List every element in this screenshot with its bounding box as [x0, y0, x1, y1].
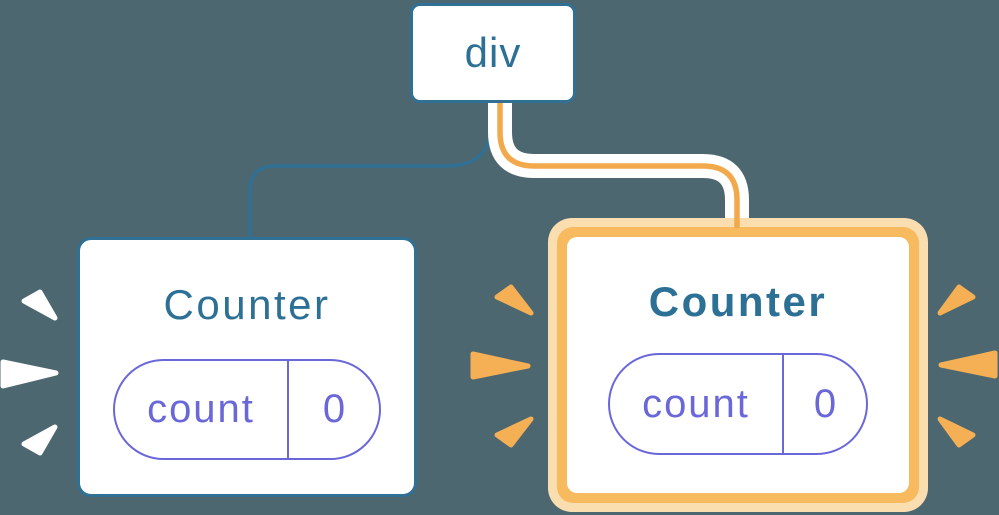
counter-card-right-highlighted: Counter count 0	[548, 218, 928, 512]
spark-icon	[937, 416, 976, 448]
root-node-label: div	[464, 29, 522, 76]
spark-icon	[494, 416, 534, 448]
edge-right-channel	[488, 103, 749, 218]
spark-icon	[21, 289, 58, 321]
spark-burst-left-card	[0, 289, 59, 456]
spark-icon	[937, 284, 976, 316]
spark-icon	[21, 424, 58, 456]
counter-title-left: Counter	[163, 281, 331, 328]
state-value-left: 0	[322, 387, 346, 431]
state-pill-left: count 0	[113, 359, 381, 460]
spark-burst-right-card-left	[470, 284, 534, 448]
state-key-right: count	[610, 355, 784, 453]
state-pill-right: count 0	[608, 353, 868, 455]
state-key-left: count	[115, 361, 289, 458]
spark-icon	[0, 359, 59, 389]
edge-left-blue	[248, 102, 496, 238]
spark-icon	[494, 284, 534, 316]
counter-card-left: Counter count 0	[77, 237, 417, 497]
counter-card-right-content: Counter count 0	[567, 237, 909, 493]
counter-card-left-content: Counter count 0	[80, 240, 414, 494]
root-node-div: div	[410, 3, 576, 103]
counter-title-right: Counter	[648, 278, 828, 325]
highlight-ring: Counter count 0	[557, 227, 919, 503]
spark-burst-right-card-right	[937, 284, 998, 448]
spark-icon	[470, 351, 531, 380]
edge-right-orange	[497, 103, 740, 228]
spark-icon	[938, 350, 998, 379]
state-value-right: 0	[813, 381, 837, 426]
